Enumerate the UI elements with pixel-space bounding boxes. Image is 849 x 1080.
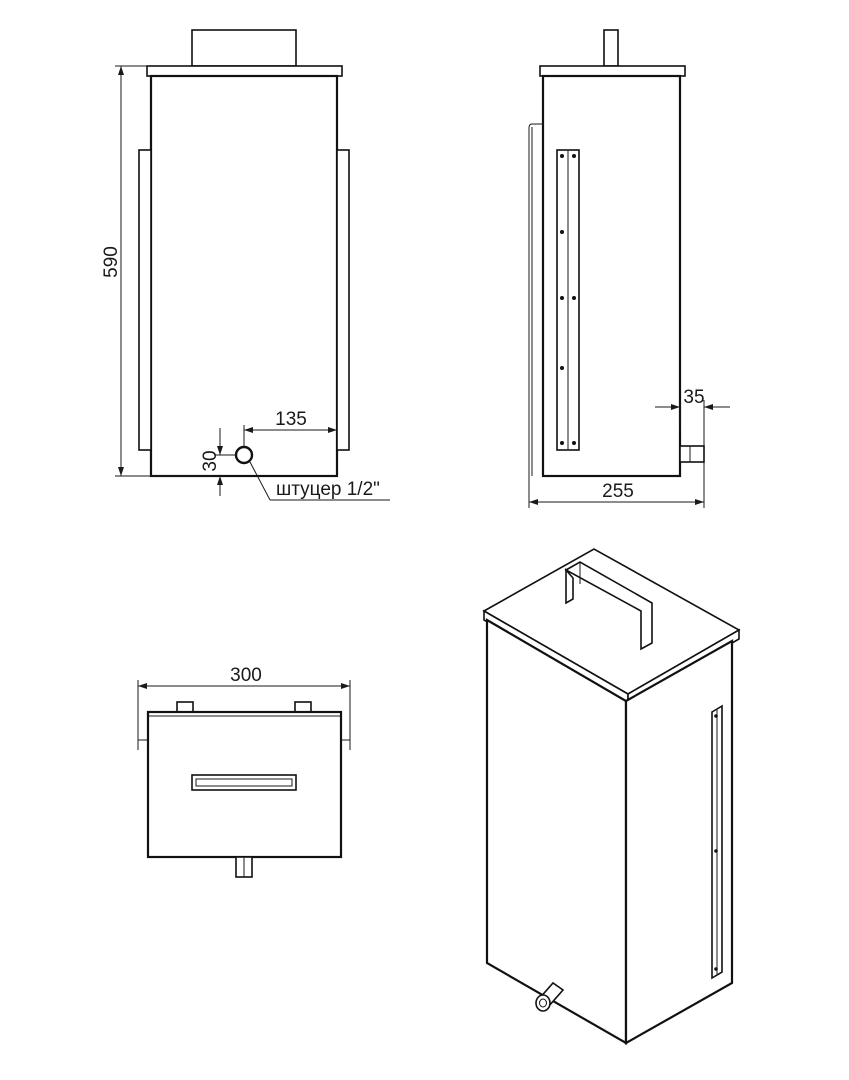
- top-hook-left: [137, 739, 148, 750]
- dim-nozzle-height: 30: [151, 428, 236, 496]
- side-back-hook: [528, 123, 543, 476]
- isometric-view: [482, 548, 741, 1045]
- front-nozzle: [234, 445, 254, 465]
- dim-height-label: 590: [101, 246, 122, 278]
- nozzle-leader: штуцер 1/2": [249, 461, 390, 501]
- top-tab-left: [176, 701, 194, 713]
- front-left-rail: [138, 149, 152, 451]
- front-lid: [146, 65, 343, 77]
- top-tab-right: [294, 701, 312, 713]
- side-handle: [603, 29, 619, 67]
- nozzle-label: штуцер 1/2": [276, 479, 380, 500]
- front-tank-body: [149, 74, 339, 478]
- dim-side-width: 255: [528, 462, 705, 508]
- side-lid: [539, 65, 686, 77]
- iso-body-side: [624, 639, 734, 1045]
- front-right-rail: [336, 149, 350, 451]
- front-handle: [191, 29, 297, 67]
- front-view: 590 135 30 штуцер 1/2": [101, 29, 390, 501]
- side-nozzle: [679, 445, 705, 463]
- dim-nozzle-offset: 135: [243, 409, 337, 447]
- dim-side-width-label: 255: [602, 481, 634, 502]
- dim-height: 590: [101, 65, 151, 477]
- iso-side-rail: [711, 704, 723, 980]
- side-view: 35 255: [528, 29, 730, 508]
- dim-nozzle-depth: 35: [655, 387, 730, 446]
- dim-top-width-label: 300: [230, 665, 262, 686]
- top-hook-right: [341, 739, 351, 750]
- iso-handle: [564, 561, 653, 651]
- dim-nozzle-offset-label: 135: [275, 409, 307, 430]
- dim-top-width: 300: [137, 665, 351, 740]
- dim-nozzle-depth-label: 35: [683, 387, 704, 408]
- dim-nozzle-height-label: 30: [200, 450, 221, 471]
- top-view: 300: [137, 665, 351, 878]
- top-handle: [191, 774, 297, 791]
- iso-nozzle: [535, 981, 565, 1012]
